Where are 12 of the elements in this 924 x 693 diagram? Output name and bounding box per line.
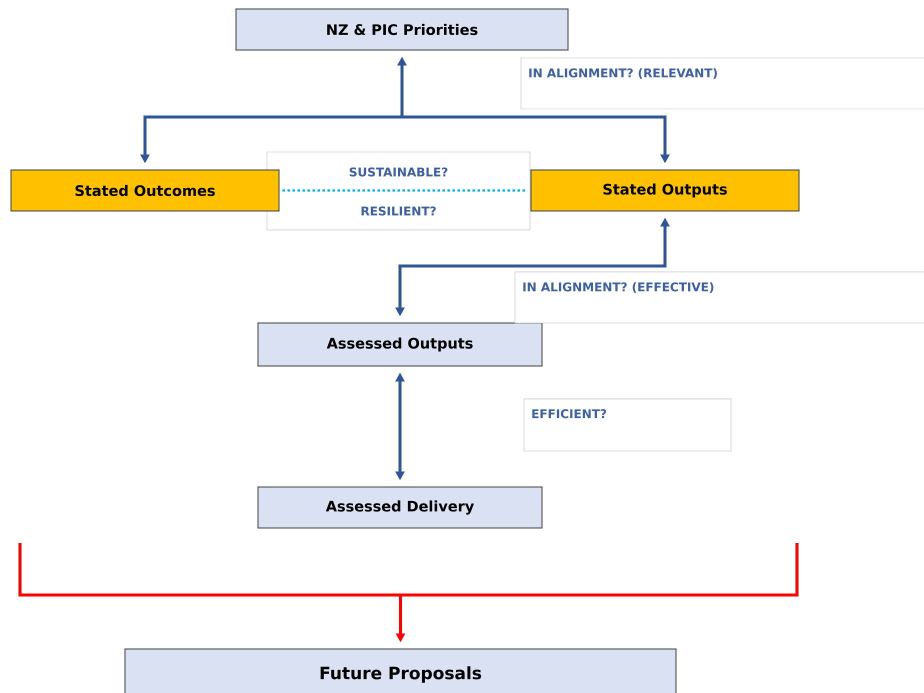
process-box: NZ & PIC Priorities — [236, 8, 568, 50]
connector-line — [282, 189, 528, 192]
process-box: Assessed Delivery — [258, 486, 542, 528]
question-box: EFFICIENT? — [524, 398, 732, 452]
process-box: Assessed Outputs — [258, 322, 542, 366]
question-box: IN ALIGNMENT? (RELEVANT) — [520, 58, 924, 110]
process-box: Future Proposals — [124, 648, 676, 693]
stated-box: Stated Outputs — [530, 169, 800, 212]
question-label: RESILIENT? — [362, 206, 436, 216]
stated-box: Stated Outcomes — [10, 169, 280, 212]
question-box: IN ALIGNMENT? (EFFECTIVE) — [514, 272, 924, 324]
question-label: SUSTAINABLE? — [350, 167, 448, 177]
